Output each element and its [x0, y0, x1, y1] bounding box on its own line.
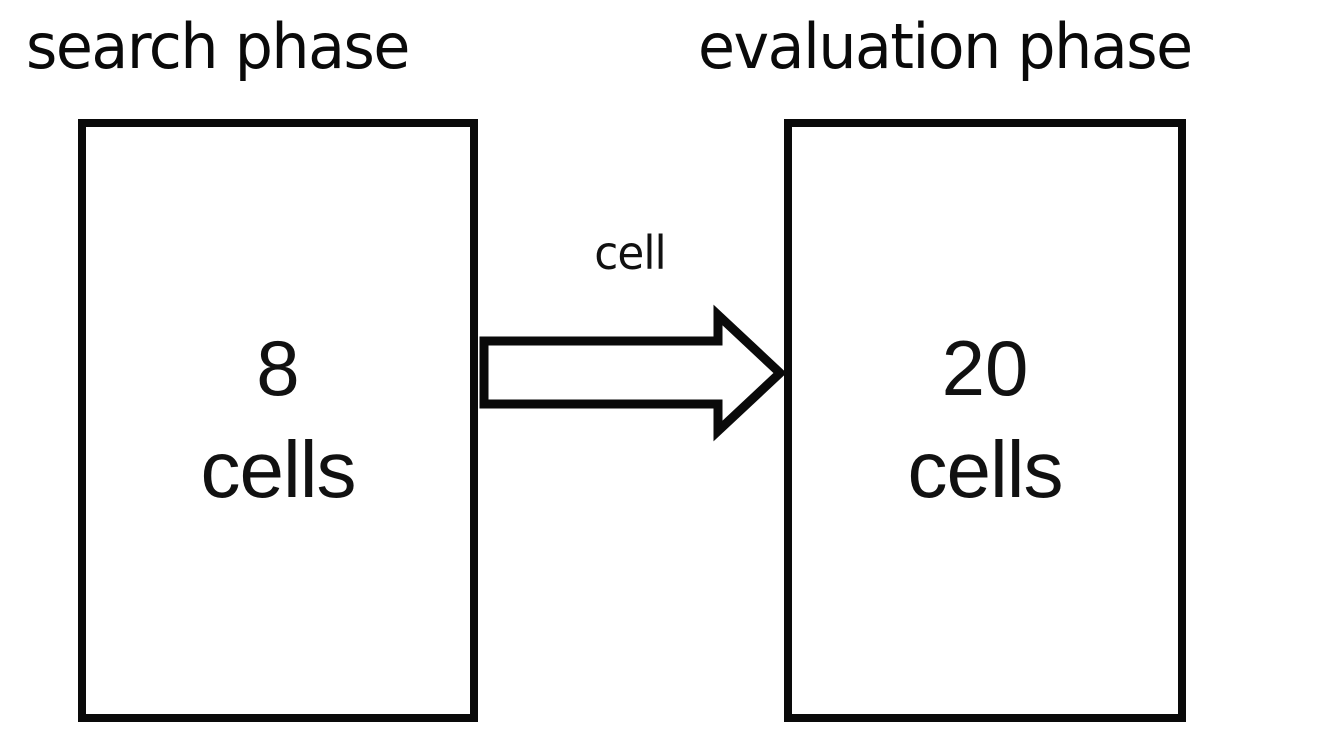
search-phase-box: 8 cells: [78, 119, 478, 722]
flow-arrow: [479, 304, 787, 442]
flow-arrow-label: cell: [594, 226, 666, 280]
evaluation-phase-cell-count: 20: [941, 324, 1029, 412]
evaluation-phase-box: 20 cells: [784, 119, 1186, 722]
evaluation-phase-title: evaluation phase: [698, 10, 1193, 83]
right-arrow-icon: [479, 304, 787, 442]
search-phase-cell-unit: cells: [200, 424, 356, 514]
search-phase-title: search phase: [26, 10, 410, 83]
search-phase-cell-count: 8: [256, 324, 300, 412]
search-phase-content: 8 cells: [86, 324, 470, 514]
evaluation-phase-content: 20 cells: [792, 324, 1178, 514]
evaluation-phase-cell-unit: cells: [907, 424, 1063, 514]
